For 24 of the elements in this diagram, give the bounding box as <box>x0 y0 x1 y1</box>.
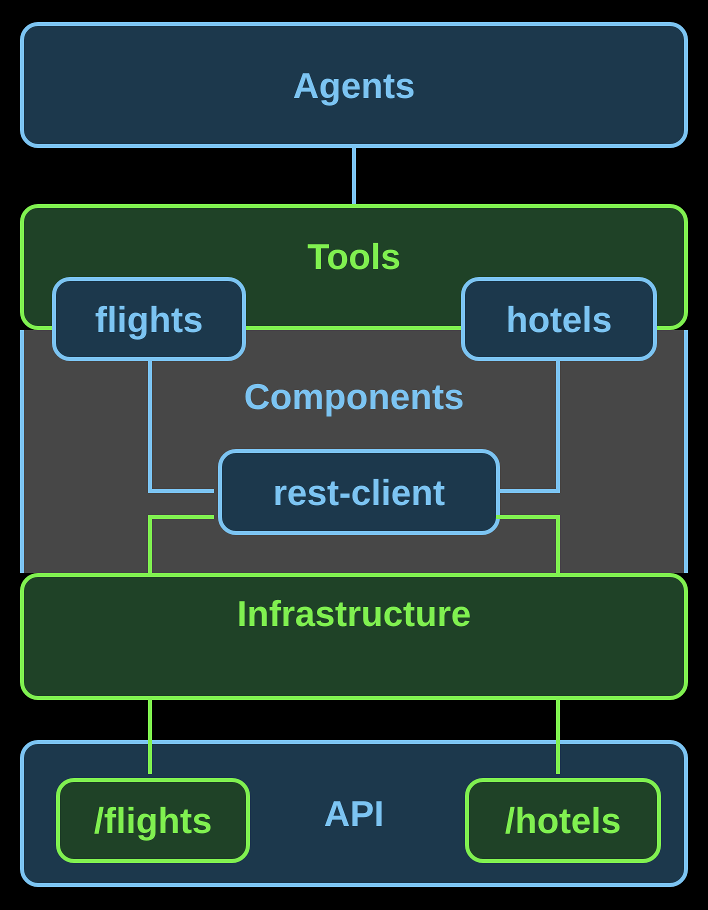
box-label: Agents <box>292 64 415 108</box>
tool-box <box>52 277 246 361</box>
box-label: Tools <box>307 235 401 279</box>
agents-box <box>20 22 688 148</box>
component-box <box>218 449 500 535</box>
endpoint-box <box>465 778 661 863</box>
box-label: hotels <box>506 298 612 342</box>
connector-line <box>148 361 214 493</box>
box-label: rest-client <box>272 470 446 514</box>
connector-line <box>148 700 152 774</box>
box-label: /flights <box>94 799 212 843</box>
endpoint-box <box>56 778 250 863</box>
box-label: /hotels <box>504 799 621 843</box>
connector-line <box>496 515 560 573</box>
connector-line <box>556 700 560 774</box>
connector-line <box>148 515 214 573</box>
box-label: Components <box>244 375 464 419</box>
tool-box <box>461 277 657 361</box>
box-label: API <box>324 792 384 836</box>
connector-line <box>352 148 356 204</box>
infrastructure-box <box>20 573 688 700</box>
box-label: Infrastructure <box>236 592 472 636</box>
box-label: flights <box>95 298 203 342</box>
api-box <box>20 740 688 887</box>
